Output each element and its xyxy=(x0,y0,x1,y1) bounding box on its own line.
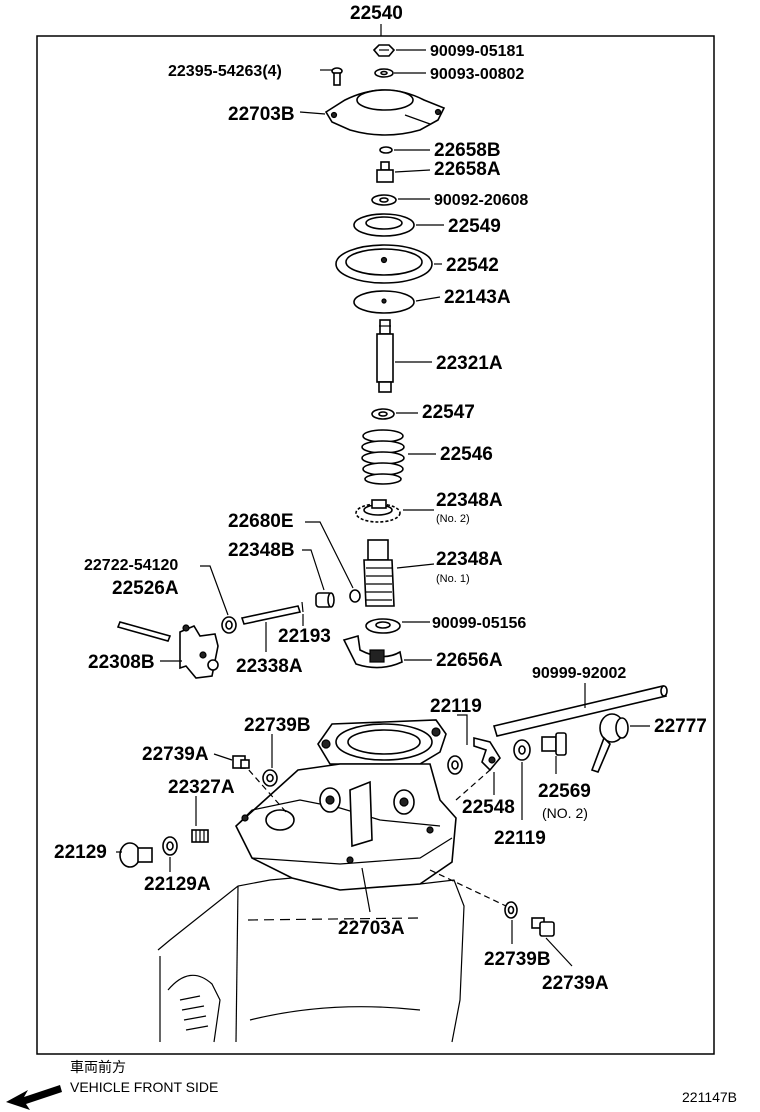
footer-english-label: VEHICLE FRONT SIDE xyxy=(70,1079,218,1095)
label-90092-20608: 90092-20608 xyxy=(434,192,528,209)
lever-22308B[interactable] xyxy=(179,624,219,679)
label-22739B-top: 22739B xyxy=(244,715,311,736)
bolt-22569[interactable] xyxy=(541,732,567,756)
washer-22119-top[interactable] xyxy=(447,755,463,775)
bushing-22348B[interactable] xyxy=(315,592,335,608)
washer-90099-05156[interactable] xyxy=(365,618,401,634)
screw-22395-54263[interactable] xyxy=(331,67,343,86)
label-22548: 22548 xyxy=(462,797,515,818)
spring-22327A[interactable] xyxy=(191,829,209,843)
label-22348B: 22348B xyxy=(228,540,295,561)
screw-22658A[interactable] xyxy=(376,161,394,183)
injection-pump-body xyxy=(157,877,465,1043)
washer-22547[interactable] xyxy=(371,408,395,420)
label-22547: 22547 xyxy=(422,402,475,423)
label-22549: 22549 xyxy=(448,216,501,237)
washer-22129A[interactable] xyxy=(162,836,178,856)
shaft-22321A[interactable] xyxy=(376,319,394,393)
diagram-frame xyxy=(36,35,715,1055)
housing-22703A[interactable] xyxy=(235,719,457,891)
label-22526A: 22526A xyxy=(112,578,179,599)
plug-22129[interactable] xyxy=(119,842,153,868)
label-22129: 22129 xyxy=(54,842,107,863)
nut-90099-05181[interactable] xyxy=(372,44,396,57)
label-22321A: 22321A xyxy=(436,353,503,374)
gear-22348A-no2[interactable] xyxy=(355,499,401,523)
label-90099-05181: 90099-05181 xyxy=(430,43,524,60)
plate-22143A[interactable] xyxy=(353,290,415,314)
bushing-22722-54120[interactable] xyxy=(221,616,237,634)
note-no1-small: (No. 1) xyxy=(436,573,470,585)
washer-22119-bottom[interactable] xyxy=(513,739,531,761)
cover-22703B[interactable] xyxy=(324,89,446,136)
label-22193: 22193 xyxy=(278,626,331,647)
label-22656A: 22656A xyxy=(436,650,503,671)
shaft-90999-92002[interactable] xyxy=(492,685,668,737)
spring-22546[interactable] xyxy=(361,429,405,485)
label-22722-54120: 22722-54120 xyxy=(84,557,178,574)
label-22395-54263: 22395-54263(4) xyxy=(168,63,282,80)
bolt-22739A-left[interactable] xyxy=(232,755,250,769)
diaphragm-22542[interactable] xyxy=(335,244,433,284)
label-22658B: 22658B xyxy=(434,140,501,161)
footer-japanese-label: 車両前方 xyxy=(70,1059,126,1075)
label-22348A-no1: 22348A xyxy=(436,549,503,570)
label-22542: 22542 xyxy=(446,255,499,276)
washer-22739B-bottom[interactable] xyxy=(504,901,518,919)
label-90999-92002: 90999-92002 xyxy=(532,665,626,682)
bolt-22739A-bottom[interactable] xyxy=(531,917,555,937)
ring-22680E[interactable] xyxy=(349,589,361,603)
flyweight-22656A[interactable] xyxy=(342,634,403,669)
washer-22739B-top[interactable] xyxy=(262,769,278,787)
note-no2-small: (No. 2) xyxy=(436,513,470,525)
lever-22777[interactable] xyxy=(590,713,629,773)
label-22348A-no2: 22348A xyxy=(436,490,503,511)
lever-22548[interactable] xyxy=(473,736,501,772)
label-22739A-left: 22739A xyxy=(142,744,209,765)
label-22569: 22569 xyxy=(538,781,591,802)
label-22338A: 22338A xyxy=(236,656,303,677)
o-ring-22658B[interactable] xyxy=(379,146,393,154)
pin-22193[interactable] xyxy=(301,601,304,613)
assembly-number: 22540 xyxy=(350,3,403,24)
label-22739B-bottom: 22739B xyxy=(484,949,551,970)
rod-22526A[interactable] xyxy=(116,621,172,642)
label-22129A: 22129A xyxy=(144,874,211,895)
label-22703B: 22703B xyxy=(228,104,295,125)
label-22658A: 22658A xyxy=(434,159,501,180)
label-22546: 22546 xyxy=(440,444,493,465)
label-22143A: 22143A xyxy=(444,287,511,308)
label-22777: 22777 xyxy=(654,716,707,737)
washer-90093-00802[interactable] xyxy=(374,68,394,78)
label-22119-bottom: 22119 xyxy=(494,828,546,849)
label-90093-00802: 90093-00802 xyxy=(430,66,524,83)
gear-22348A-no1[interactable] xyxy=(363,539,395,607)
label-22703A: 22703A xyxy=(338,918,405,939)
label-22327A: 22327A xyxy=(168,777,235,798)
figure-id: 221147B xyxy=(682,1089,737,1105)
note-no2: (NO. 2) xyxy=(542,805,588,821)
shaft-22338A[interactable] xyxy=(240,605,302,625)
label-22119-top: 22119 xyxy=(430,696,482,717)
arrow-down-left-icon xyxy=(6,1085,62,1110)
label-22308B: 22308B xyxy=(88,652,155,673)
label-90099-05156: 90099-05156 xyxy=(432,615,526,632)
label-22739A-bottom: 22739A xyxy=(542,973,609,994)
label-22680E: 22680E xyxy=(228,511,294,532)
nut-90092-20608[interactable] xyxy=(371,194,397,206)
retainer-22549[interactable] xyxy=(353,213,415,237)
